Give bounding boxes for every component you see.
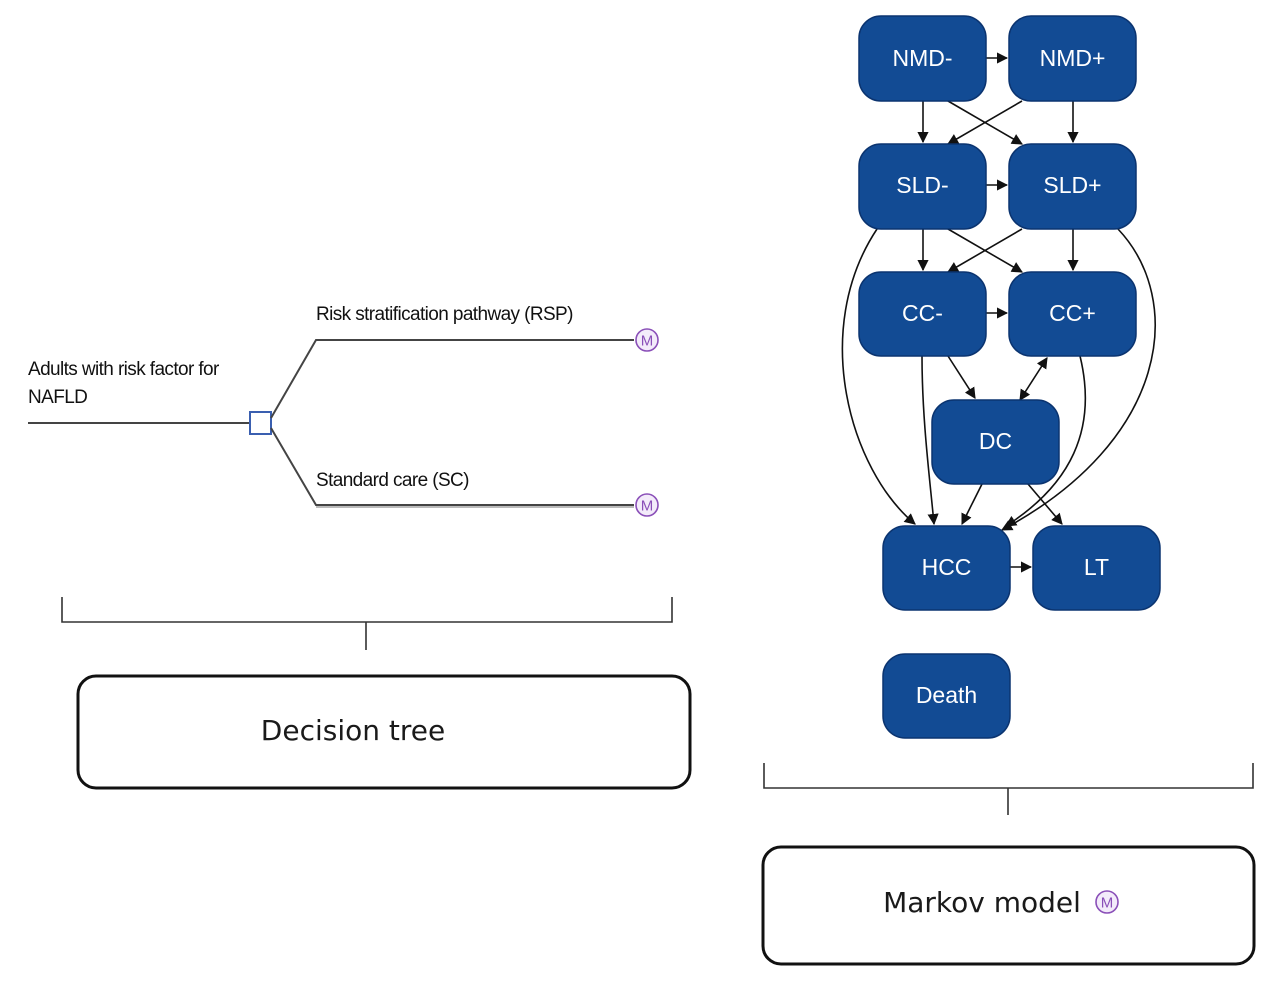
markov-node-rsp-icon: M xyxy=(635,328,659,352)
state-death: Death xyxy=(882,653,1011,739)
markov-caption-symbol: M xyxy=(1101,895,1114,912)
root-label-line2: NAFLD xyxy=(28,387,87,408)
edge-sldneg-hcc xyxy=(841,228,916,525)
state-dc: DC xyxy=(931,399,1060,485)
markov-caption-symbol-icon: M xyxy=(1095,890,1119,914)
state-cc-pos: CC+ xyxy=(1008,271,1137,357)
markov-symbol-sc: M xyxy=(641,498,654,515)
state-label: NMD- xyxy=(892,45,952,71)
edge-dc-hcc xyxy=(961,483,983,526)
decision-tree: Adults with risk factor for NAFLD Risk s… xyxy=(28,304,692,790)
state-label: LT xyxy=(1084,554,1109,580)
markov-symbol-rsp: M xyxy=(641,333,654,350)
markov-model-brace xyxy=(763,763,1254,815)
state-cc-neg: CC- xyxy=(858,271,987,357)
state-label: SLD+ xyxy=(1043,172,1101,198)
decision-tree-brace xyxy=(61,597,673,650)
state-sld-neg: SLD- xyxy=(858,143,987,230)
edge-nmdpos-sldneg xyxy=(947,100,1023,145)
state-lt: LT xyxy=(1032,525,1161,611)
rsp-branch-line xyxy=(270,339,634,419)
markov-model-caption-box xyxy=(761,845,1256,966)
state-sld-pos: SLD+ xyxy=(1008,143,1137,230)
state-label: NMD+ xyxy=(1040,45,1106,71)
state-label: DC xyxy=(979,428,1012,454)
sc-branch-line xyxy=(270,427,634,506)
edge-ccneg-dc xyxy=(947,355,976,399)
rsp-branch-label: Risk stratification pathway (RSP) xyxy=(316,304,573,325)
edge-sldpos-hcc xyxy=(1001,228,1156,531)
markov-model: NMD- NMD+ SLD- SLD+ CC- CC+ DC HCC xyxy=(761,15,1256,966)
decision-tree-caption-box xyxy=(76,674,692,790)
state-label: HCC xyxy=(922,554,972,580)
state-label: CC+ xyxy=(1049,300,1096,326)
decision-node xyxy=(249,411,272,435)
state-nmd-neg: NMD- xyxy=(858,15,987,102)
sc-branch-label: Standard care (SC) xyxy=(316,470,469,491)
state-label: CC- xyxy=(902,300,943,326)
edge-ccneg-hcc xyxy=(921,355,939,526)
state-label: Death xyxy=(916,682,977,708)
edge-sldpos-ccneg xyxy=(947,228,1023,273)
edge-ccpos-hcc xyxy=(1005,355,1087,527)
state-label: SLD- xyxy=(896,172,948,198)
decision-tree-caption: Decision tree xyxy=(261,714,445,747)
markov-node-sc-icon: M xyxy=(635,493,659,517)
state-nmd-pos: NMD+ xyxy=(1008,15,1137,102)
edge-dc-ccpos xyxy=(1019,357,1048,401)
state-hcc: HCC xyxy=(882,525,1011,611)
markov-edges xyxy=(841,52,1156,573)
markov-model-caption: Markov model xyxy=(883,886,1081,919)
root-label-line1: Adults with risk factor for xyxy=(28,359,220,380)
